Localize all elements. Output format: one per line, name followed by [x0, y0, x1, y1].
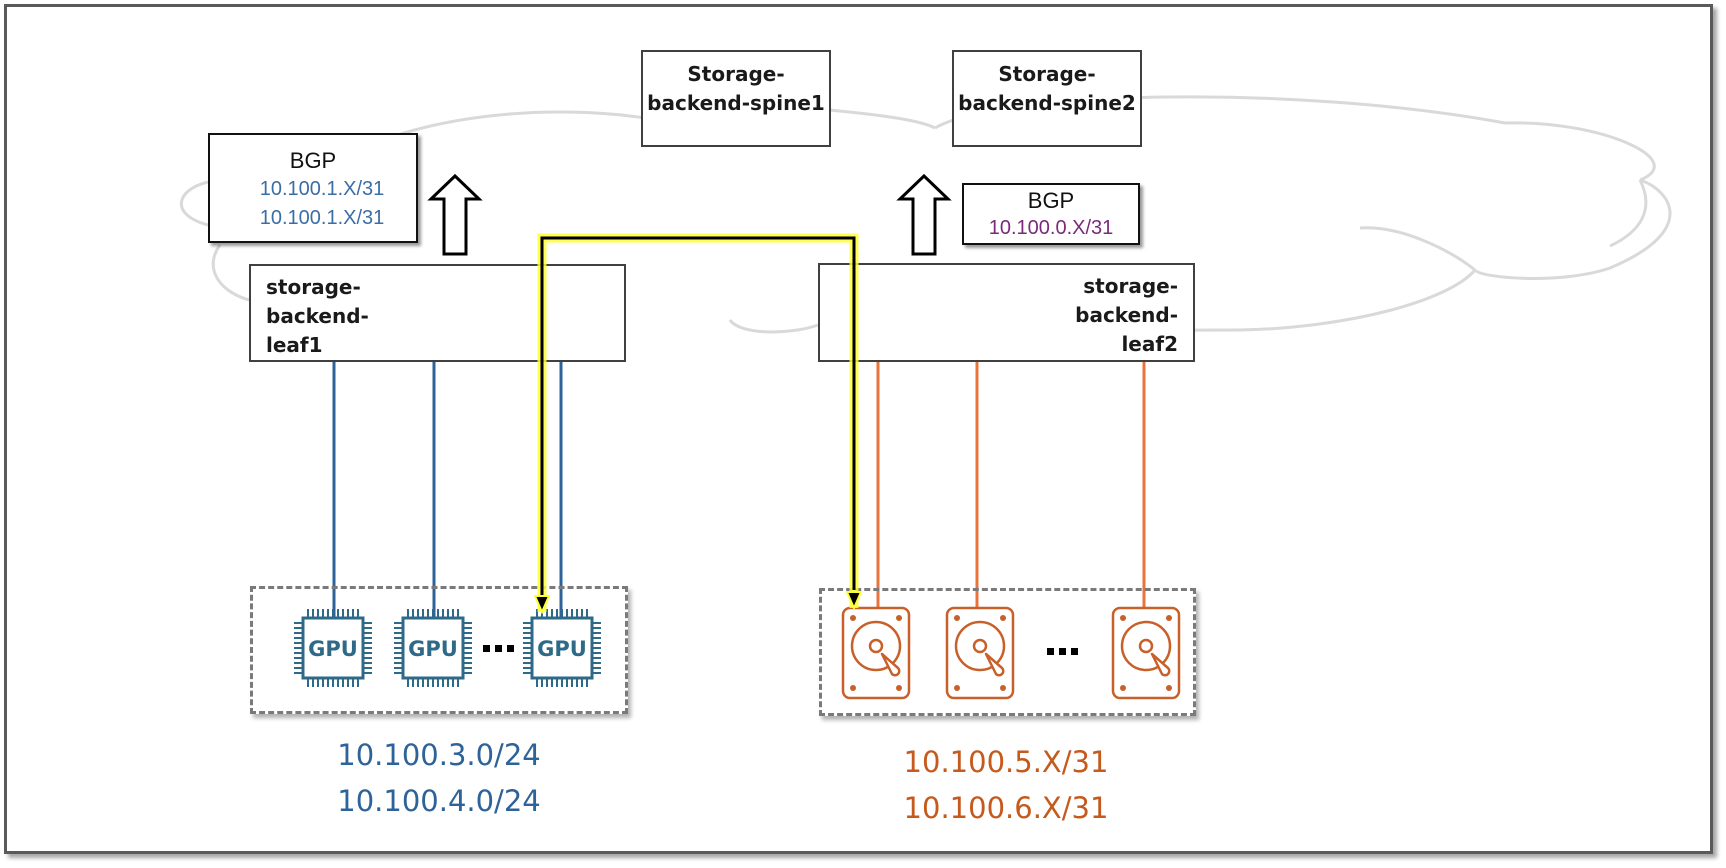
drive-screw: [850, 615, 856, 621]
ellipsis-dot: [1071, 648, 1078, 655]
drive-screw: [896, 685, 902, 691]
leaf1-label-line3: leaf1: [266, 333, 323, 357]
gpu-chip-icon[interactable]: GPU: [523, 609, 601, 687]
ellipsis-dot: [1047, 648, 1054, 655]
gpu-group: [250, 586, 628, 714]
drive-screw: [1000, 615, 1006, 621]
gpu-subnet-labels: 10.100.3.0/24 10.100.4.0/24: [300, 732, 578, 824]
storage-group: [819, 588, 1196, 716]
hard-drive-icon[interactable]: [1111, 606, 1181, 700]
storage-subnet-2: 10.100.6.X/31: [903, 791, 1109, 825]
drive-screw: [1120, 685, 1126, 691]
drive-screw: [1166, 685, 1172, 691]
drive-platter: [954, 620, 1006, 672]
bgp-right-address-1: 10.100.0.X/31: [988, 217, 1114, 239]
path-line: [540, 236, 856, 598]
path-arrowhead-gpu: [533, 595, 551, 615]
drive-platter: [850, 620, 902, 672]
drive-screw: [896, 615, 902, 621]
spine2-label-line2: backend-spine2: [958, 91, 1136, 115]
path-highlight-glow: [537, 233, 859, 612]
gpu-chip-label: GPU: [408, 637, 458, 661]
gpu-subnet-1: 10.100.3.0/24: [337, 738, 541, 772]
drive-arm: [1150, 652, 1171, 677]
drive-screw: [1000, 685, 1006, 691]
spine1-label-line1: Storage-: [687, 62, 785, 86]
highlighted-traffic-path: [533, 233, 863, 615]
gpu-subnet-2: 10.100.4.0/24: [337, 784, 541, 818]
drive-spindle: [972, 638, 988, 654]
spine2-switch[interactable]: Storage- backend-spine2: [952, 50, 1142, 147]
gpu-chip-label: GPU: [308, 637, 358, 661]
leaf1-label-line1: storage-: [266, 275, 361, 299]
spine1-label-line2: backend-spine1: [647, 91, 825, 115]
drive-arm: [984, 652, 1005, 677]
drive-arm: [880, 652, 901, 677]
bgp-advertise-arrow-left: [427, 173, 483, 256]
path-arrowhead-storage: [845, 591, 863, 611]
ellipsis-dot: [495, 645, 502, 652]
storage-subnet-labels: 10.100.5.X/31 10.100.6.X/31: [866, 739, 1146, 831]
leaf2-switch[interactable]: storage- backend- leaf2: [818, 263, 1195, 362]
hard-drive-icon[interactable]: [841, 606, 911, 700]
bgp-left-title: BGP: [289, 148, 337, 173]
drive-screw: [1120, 615, 1126, 621]
spine1-switch[interactable]: Storage- backend-spine1: [641, 50, 831, 147]
storage-subnet-1: 10.100.5.X/31: [903, 745, 1109, 779]
ellipsis-dot: [1059, 648, 1066, 655]
bgp-box-left: BGP 10.100.1.X/31 10.100.1.X/31: [208, 133, 418, 243]
leaf2-label-line3: leaf2: [1121, 332, 1178, 356]
drive-platter: [1120, 620, 1172, 672]
gpu-ellipsis: [483, 645, 514, 652]
drive-spindle: [868, 638, 884, 654]
ellipsis-dot: [507, 645, 514, 652]
leaf2-label-line1: storage-: [1083, 274, 1178, 298]
bgp-left-address-1: 10.100.1.X/31: [259, 178, 385, 200]
leaf2-label-line2: backend-: [1075, 303, 1178, 327]
drive-screw: [850, 685, 856, 691]
leaf1-label-line2: backend-: [266, 304, 369, 328]
hard-drive-icon[interactable]: [945, 606, 1015, 700]
bgp-right-title: BGP: [1027, 188, 1075, 213]
storage-ellipsis: [1047, 648, 1078, 655]
gpu-chip-icon[interactable]: GPU: [294, 609, 372, 687]
drive-spindle: [1138, 638, 1154, 654]
ellipsis-dot: [483, 645, 490, 652]
storage-links: [876, 362, 1146, 608]
gpu-links: [332, 362, 563, 620]
gpu-chip-label: GPU: [537, 637, 587, 661]
spine2-label-line1: Storage-: [998, 62, 1096, 86]
leaf1-switch[interactable]: storage- backend- leaf1: [249, 264, 626, 362]
drive-screw: [954, 615, 960, 621]
bgp-left-address-2: 10.100.1.X/31: [259, 207, 385, 229]
drive-screw: [954, 685, 960, 691]
bgp-advertise-arrow-right: [896, 173, 952, 256]
gpu-chip-icon[interactable]: GPU: [394, 609, 472, 687]
bgp-box-right: BGP 10.100.0.X/31: [962, 183, 1140, 245]
drive-screw: [1166, 615, 1172, 621]
